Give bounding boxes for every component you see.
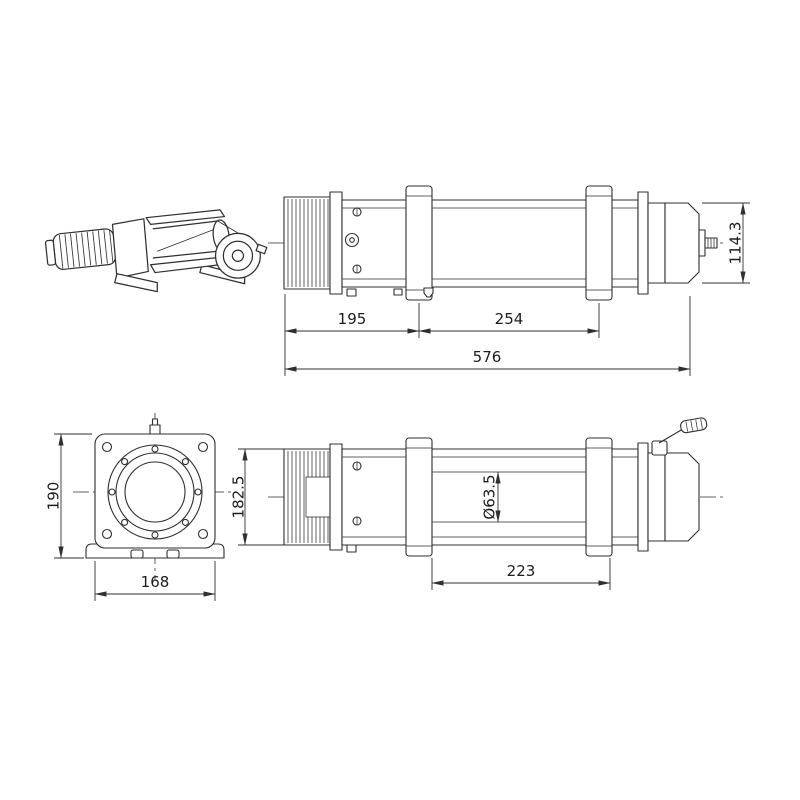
dim-label-114: 114.3 [726,222,744,265]
iso-clutch-housing [214,220,268,279]
dim-label-576: 576 [473,348,502,366]
ribbed-drum-end-bottom [283,448,331,546]
clutch-lever [651,417,708,456]
dim-label-182: 182.5 [229,476,247,519]
dimensions-side-top: 195 254 576 114.3 [284,202,750,376]
fastener-details-top [344,207,434,298]
notch-outline [305,476,330,518]
dim-label-223: 223 [507,562,536,580]
dim-label-254: 254 [495,310,524,328]
iso-motor [44,228,117,270]
mount-bracket-2-bottom [585,437,613,557]
side-view-bottom: Ø63.5 182.5 223 [229,417,726,590]
mount-bracket-1-bottom [405,437,433,557]
flange-plate-top [329,191,343,295]
dim-label-168: 168 [141,573,170,591]
drum-silhouette-lines [432,471,586,523]
isometric-view [44,209,268,293]
flange-plate-bottom [329,443,343,551]
ribbed-drum-end-top [283,196,331,290]
top-stud-front [149,418,161,435]
side-view-top: 195 254 576 114.3 [268,185,750,376]
mount-bracket-2-top [585,185,613,301]
bottom-slots-front [130,549,180,559]
lever-arm [658,428,684,444]
dim-label-drum-dia: Ø63.5 [480,474,498,519]
front-view: 190 168 [44,413,237,601]
corner-bolts-front [101,441,209,540]
dimensions-front: 190 168 [44,433,216,601]
fastener-details-bottom [346,461,362,553]
lever-grip [680,417,708,434]
dim-label-195: 195 [338,310,367,328]
dim-label-190: 190 [44,482,62,511]
mount-bracket-1-top [405,185,433,301]
drum-bore-front [107,444,203,540]
iso-gearbox [111,218,149,279]
clutch-housing-bottom [637,442,700,552]
clutch-housing-top [637,191,718,295]
ring-bolts-front [108,445,202,539]
dimensions-side-bottom: Ø63.5 182.5 223 [229,448,611,590]
